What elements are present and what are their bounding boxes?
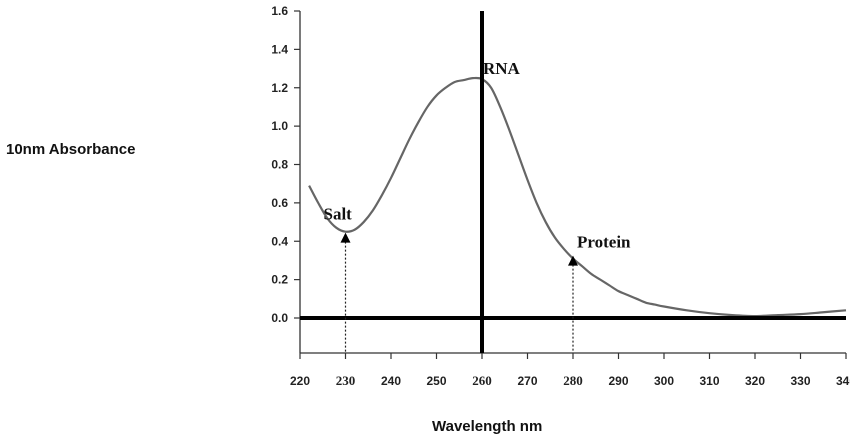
annotation-layer: Salt RNA Protein	[324, 59, 631, 353]
y-tick-label: 1.2	[271, 81, 288, 95]
y-axis-label: 10nm Absorbance	[6, 141, 136, 158]
y-tick-label: 1.6	[271, 4, 288, 18]
x-tick-label: 340	[836, 374, 850, 388]
x-tick-label: 290	[608, 374, 628, 388]
y-tick-label: 0.0	[271, 311, 288, 325]
x-tick-label: 320	[745, 374, 765, 388]
annotation-arrow	[568, 255, 578, 266]
x-tick-label: 330	[790, 374, 810, 388]
y-tick-label: 1.0	[271, 119, 288, 133]
y-tick-label: 0.8	[271, 158, 288, 172]
x-tick-label: 270	[517, 374, 537, 388]
x-tick-label: 250	[426, 374, 446, 388]
y-tick-label: 0.6	[271, 196, 288, 210]
annotation-label-protein: Protein	[577, 233, 631, 252]
y-tick-label: 0.4	[271, 234, 288, 248]
y-tick-label: 0.2	[271, 273, 288, 287]
x-tick-label: 230	[336, 373, 356, 388]
x-tick-label: 260	[472, 373, 492, 388]
annotation-label-salt: Salt	[324, 205, 353, 224]
y-tick-label: 1.4	[271, 42, 288, 56]
x-tick-label: 240	[381, 374, 401, 388]
absorbance-curve	[308, 76, 847, 318]
annotation-label-rna: RNA	[483, 59, 521, 78]
x-tick-label: 300	[654, 374, 674, 388]
x-tick-label: 310	[699, 374, 719, 388]
x-tick-label: 280	[563, 373, 583, 388]
annotation-arrow	[340, 232, 351, 243]
x-tick-label: 220	[290, 374, 310, 388]
ticks-layer: 0.0 0.2 0.4 0.6 0.8 1.0 1.2 1.4 1.6 220 230 240 250 2…	[271, 4, 850, 388]
x-axis-label: Wavelength nm	[432, 418, 543, 435]
series-layer	[308, 76, 847, 318]
